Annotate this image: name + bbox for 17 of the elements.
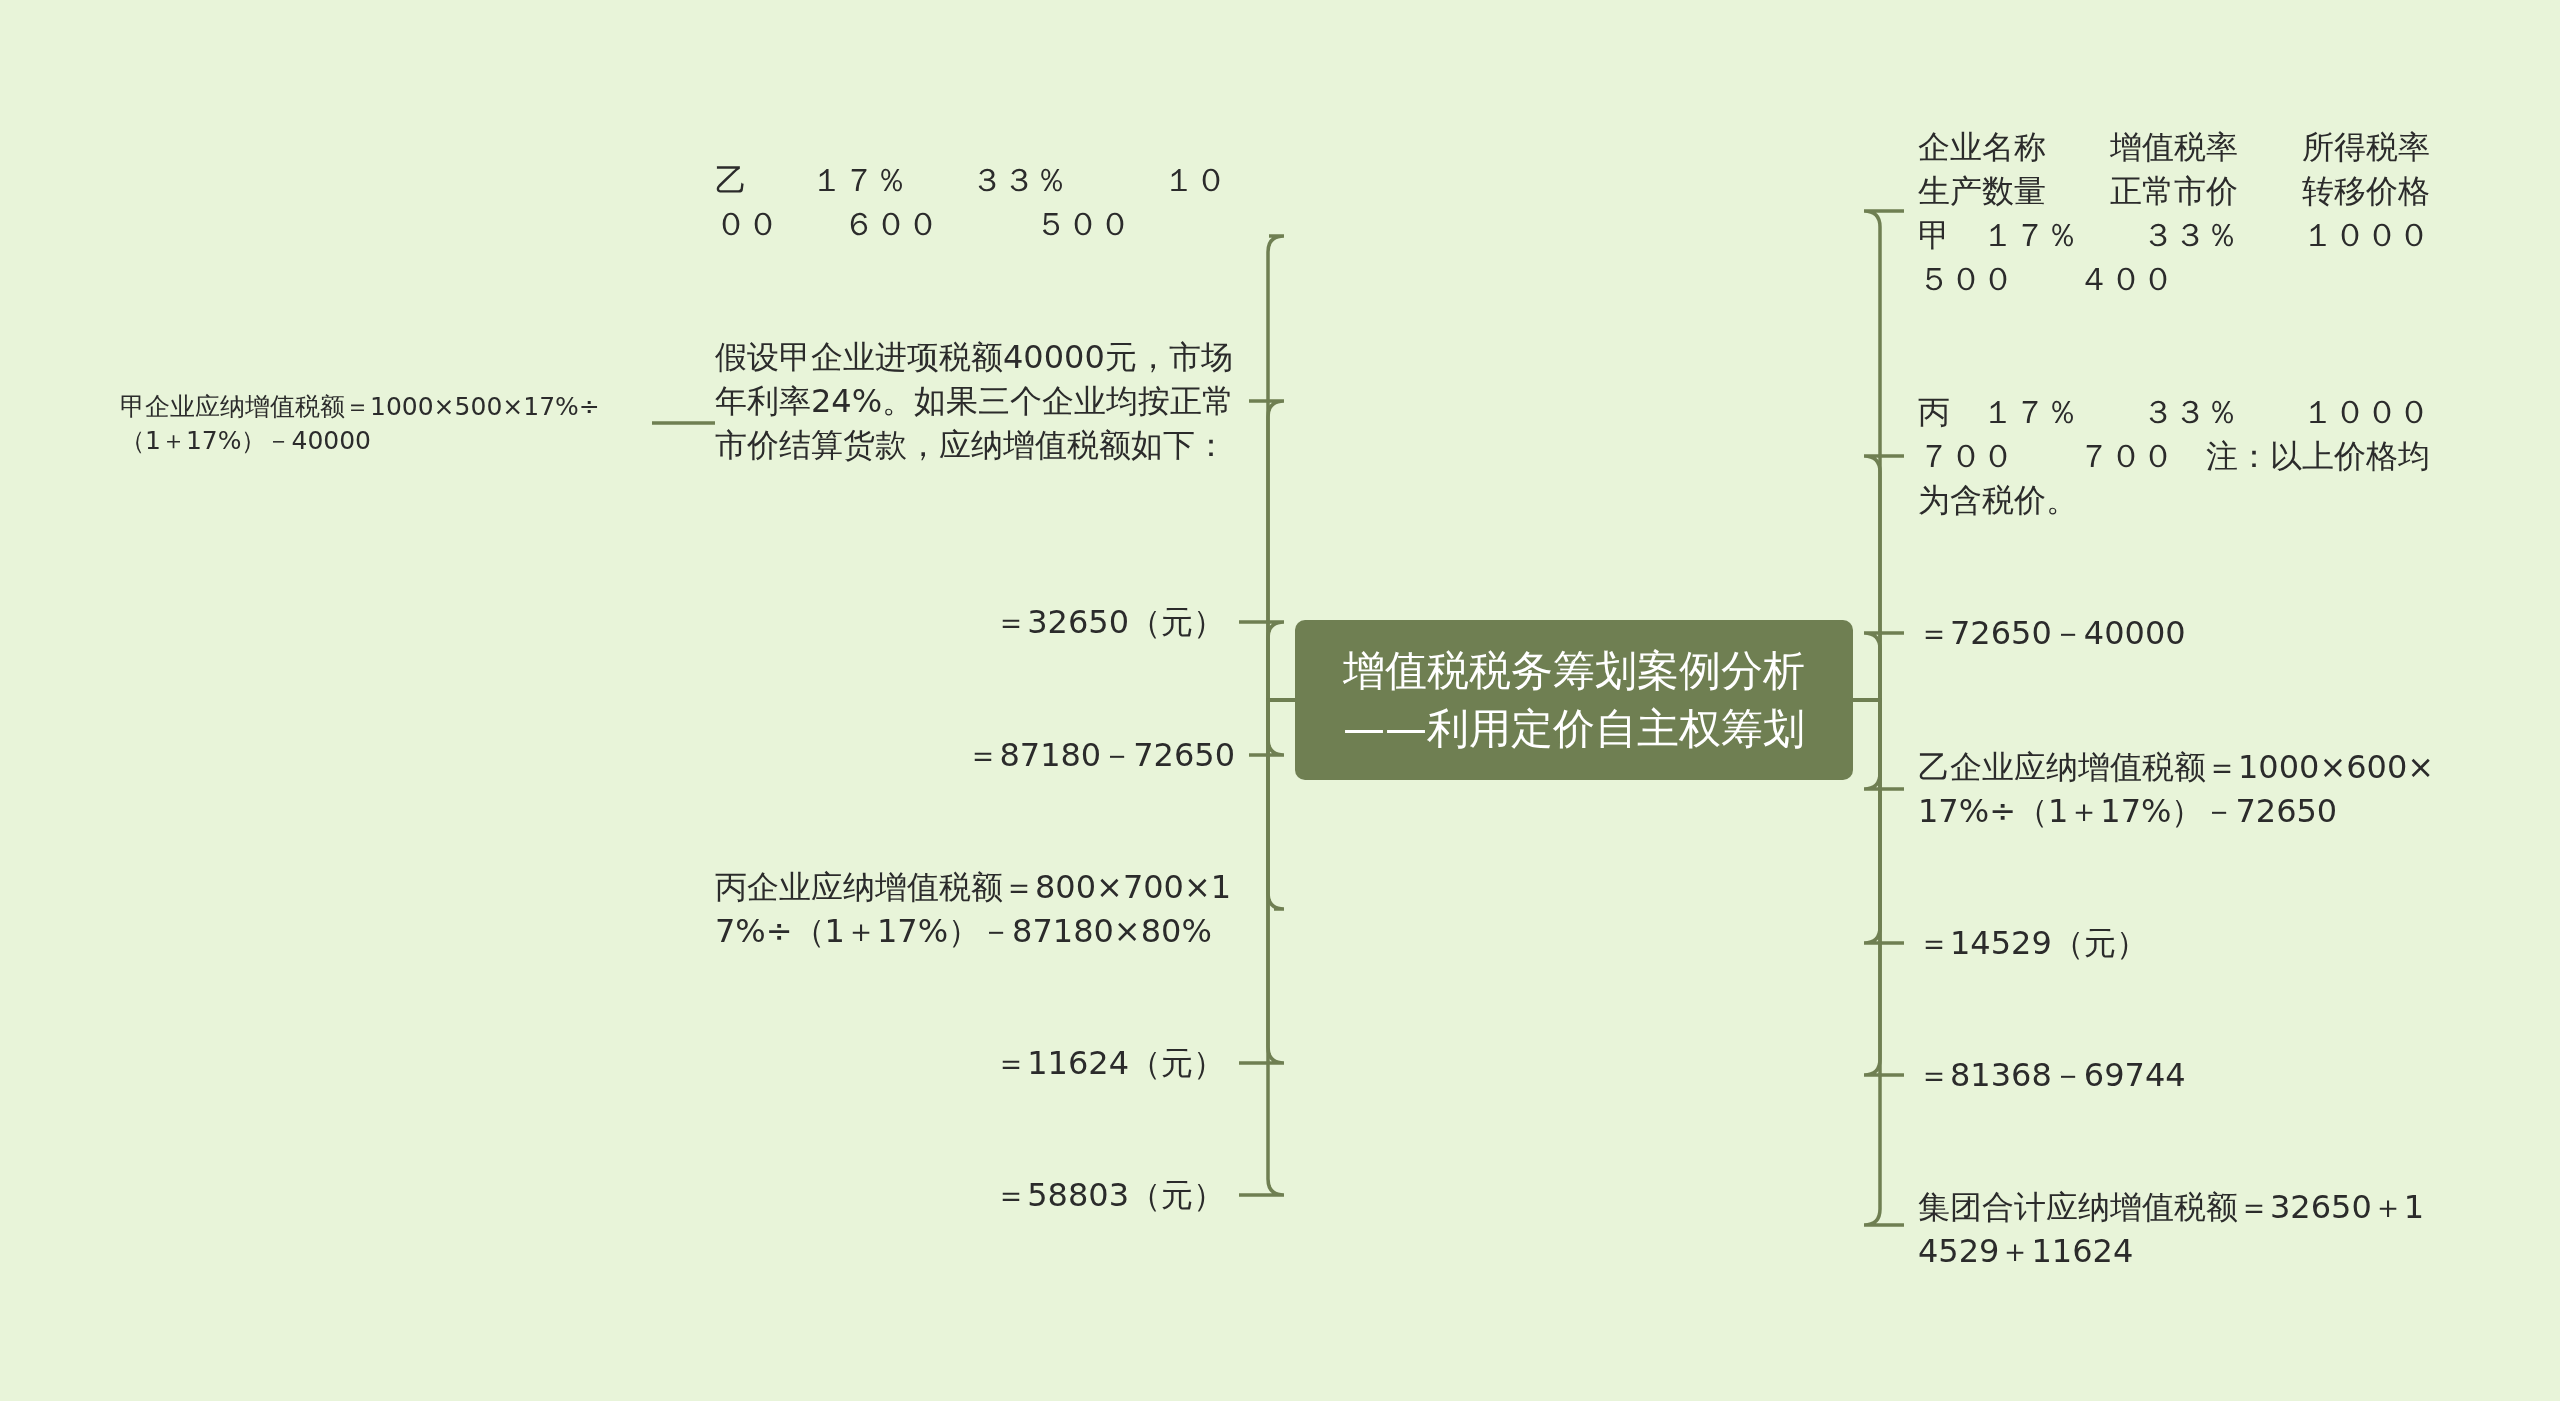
topic-text: 丙 １７％ ３３％ １０００７００ ７００ 注：以上价格均为含税价。 bbox=[1918, 390, 2440, 522]
topic-text: ＝81368－69744 bbox=[1918, 1053, 2438, 1097]
topic-text: ＝58803（元） bbox=[995, 1173, 1225, 1217]
topic-text: 乙 １７％ ３３％ １０００ ６００ ５００ bbox=[715, 158, 1255, 246]
topic-text: ＝87180－72650 bbox=[967, 733, 1235, 777]
topic-text: 丙企业应纳增值税额＝800×700×17%÷（1＋17%）－87180×80% bbox=[715, 865, 1260, 953]
topic-text: ＝14529（元） bbox=[1918, 921, 2438, 965]
topic-text: ＝32650（元） bbox=[995, 600, 1225, 644]
topic-text: ＝72650－40000 bbox=[1918, 611, 2438, 655]
central-topic-box: 增值税税务筹划案例分析——利用定价自主权筹划 bbox=[1295, 620, 1853, 780]
topic-text: 集团合计应纳增值税额＝32650＋14529＋11624 bbox=[1918, 1185, 2438, 1273]
topic-text: 假设甲企业进项税额40000元，市场年利率24%。如果三个企业均按正常市价结算货款，应纳增值税额如下： bbox=[715, 335, 1235, 467]
topic-text: 甲企业应纳增值税额＝1000×500×17%÷（1＋17%）－40000 bbox=[120, 390, 640, 458]
topic-text: ＝11624（元） bbox=[995, 1041, 1225, 1085]
topic-text: 乙企业应纳增值税额＝1000×600×17%÷（1＋17%）－72650 bbox=[1918, 745, 2438, 833]
topic-text: 企业名称 增值税率 所得税率生产数量 正常市价 转移价格甲 １７％ ３３％ １０００５００ ４００ bbox=[1918, 125, 2440, 301]
connector-line bbox=[652, 421, 715, 425]
